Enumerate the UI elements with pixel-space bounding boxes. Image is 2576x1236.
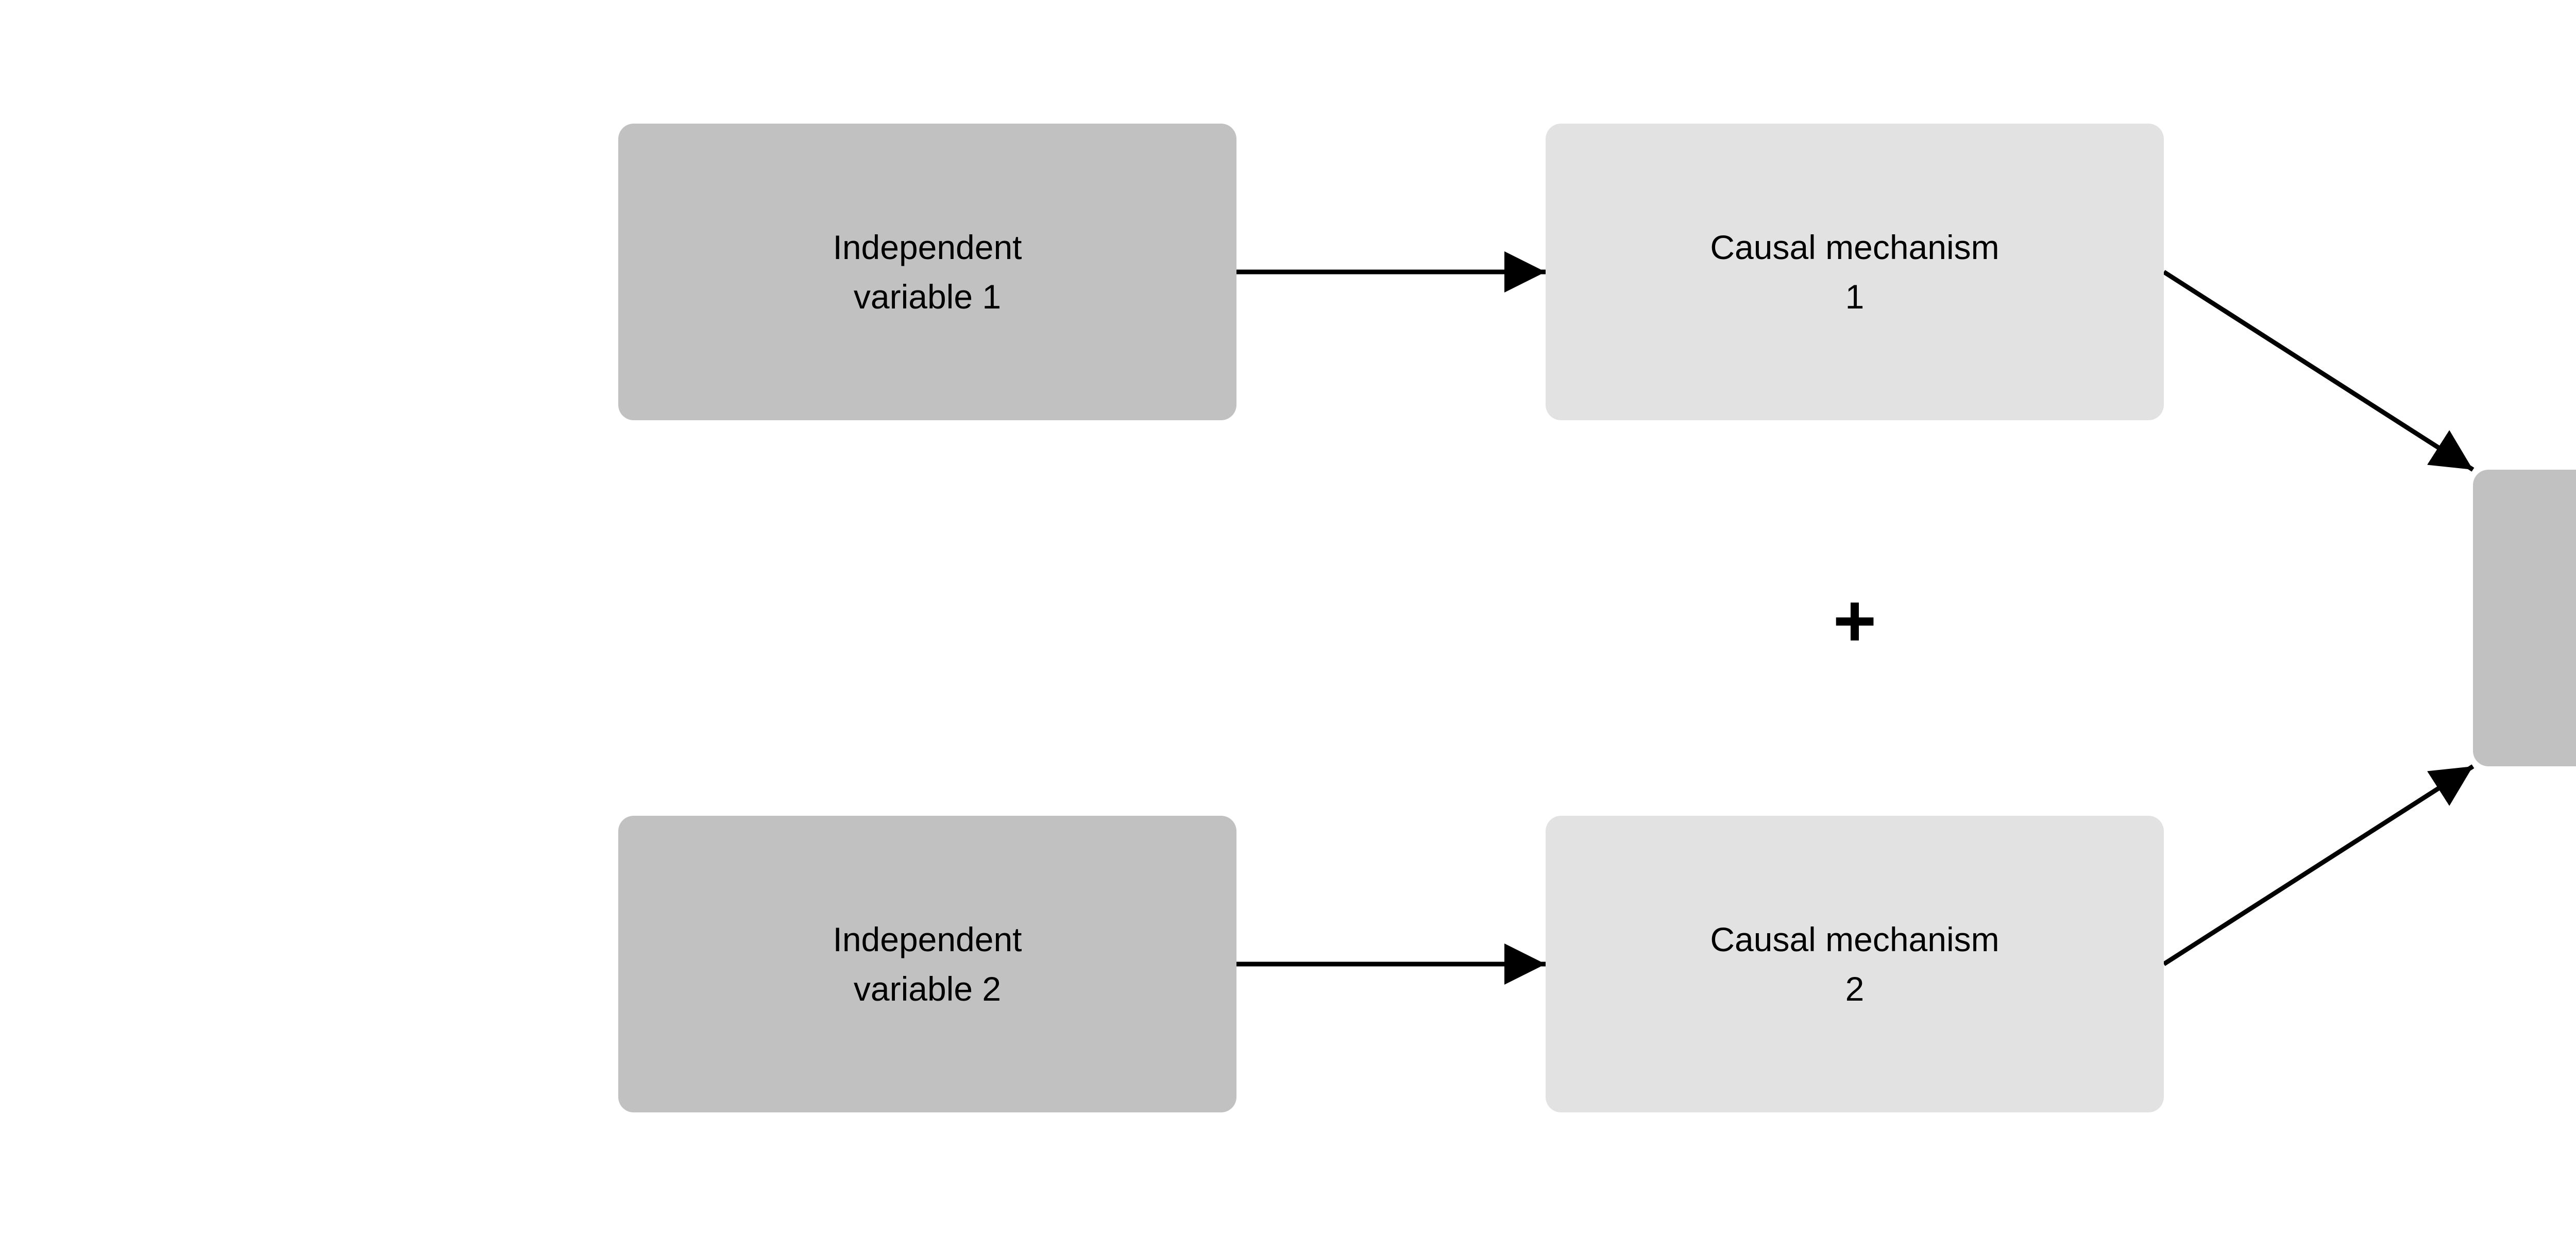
node-dependent-variable: Dependent variable — [2473, 470, 2576, 766]
node-independent-variable-1: Independent variable 1 — [618, 124, 1236, 420]
arrow-cm1-to-dv — [2162, 270, 2475, 472]
node-causal-mechanism-2-label: Causal mechanism 2 — [1710, 920, 1999, 1008]
node-independent-variable-2: Independent variable 2 — [618, 816, 1236, 1112]
node-independent-variable-2-label: Independent variable 2 — [833, 920, 1022, 1008]
node-independent-variable-1-label: Independent variable 1 — [833, 228, 1022, 316]
node-causal-mechanism-1: Causal mechanism 1 — [1546, 124, 2164, 420]
plus-operator: + — [1833, 578, 1877, 662]
arrow-cm2-to-dv — [2162, 764, 2475, 966]
node-causal-mechanism-1-label: Causal mechanism 1 — [1710, 228, 1999, 316]
node-causal-mechanism-2: Causal mechanism 2 — [1546, 816, 2164, 1112]
